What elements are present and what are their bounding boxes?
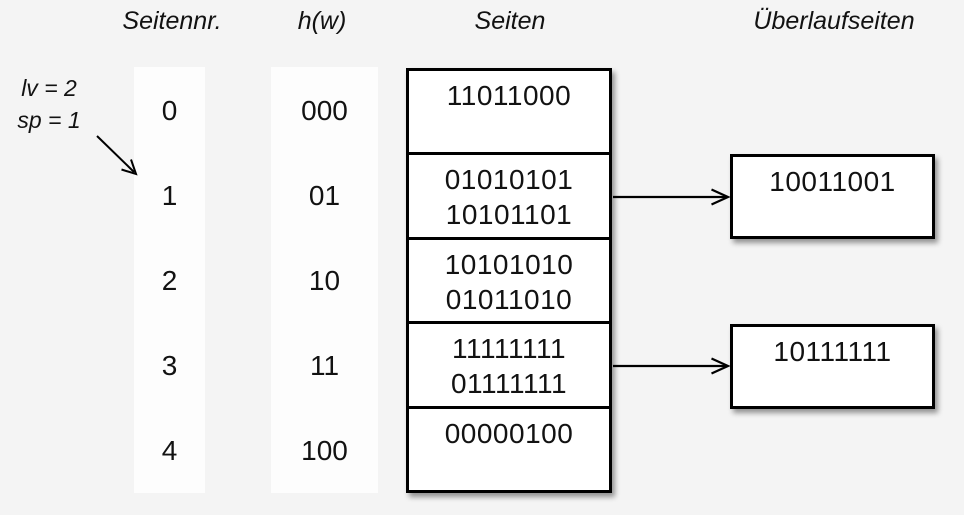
record-value: 11011000 — [446, 80, 572, 111]
record-value: 11111111 — [451, 333, 567, 365]
page-number-1: 1 — [161, 180, 178, 211]
record-value: 10111111 — [773, 336, 892, 367]
hash-value-3: 11 — [309, 350, 340, 381]
page-cell-2: 10101010 01011010 — [409, 240, 609, 325]
pages-table: 11011000 01010101 10101101 10101010 0101… — [406, 68, 612, 493]
hash-value-4: 100 — [301, 435, 348, 466]
overflow-page-for-row-1: 10011001 — [730, 154, 935, 239]
record-value: 01010101 — [444, 164, 574, 196]
page-cell-3: 11111111 01111111 — [409, 324, 609, 409]
page-number-0: 0 — [161, 95, 178, 126]
arrow-to-overflow-1-icon — [613, 188, 731, 206]
page-number-4: 4 — [161, 435, 178, 466]
page-number-2: 2 — [161, 265, 178, 296]
record-value: 01111111 — [450, 368, 568, 400]
header-pages: Seiten — [474, 7, 546, 35]
page-number-3: 3 — [161, 350, 178, 381]
page-cell-4: 00000100 — [409, 409, 609, 490]
record-value: 10101010 — [444, 248, 574, 280]
header-overflow-pages: Überlaufseiten — [753, 7, 915, 35]
record-value: 01011010 — [445, 283, 573, 315]
state-annotation: lv = 2 sp = 1 — [4, 72, 94, 136]
page-number-column-strip — [134, 67, 205, 493]
overflow-page-for-row-3: 10111111 — [730, 324, 935, 409]
hash-value-2: 10 — [308, 265, 341, 296]
split-pointer-value: sp = 1 — [17, 107, 81, 133]
split-pointer-arrow-icon — [96, 135, 138, 176]
header-page-number: Seitennr. — [122, 7, 222, 35]
page-cell-0: 11011000 — [409, 71, 609, 156]
hash-value-0: 000 — [301, 95, 348, 126]
hash-value-1: 01 — [308, 180, 341, 211]
record-value: 00000100 — [444, 417, 574, 449]
hash-column-strip — [271, 67, 378, 493]
record-value: 10101101 — [445, 199, 573, 231]
record-value: 10011001 — [769, 166, 896, 197]
arrow-to-overflow-2-icon — [613, 357, 731, 375]
header-hash-function: h(w) — [297, 7, 347, 35]
page-cell-1: 01010101 10101101 — [409, 155, 609, 240]
level-value: lv = 2 — [21, 75, 77, 101]
